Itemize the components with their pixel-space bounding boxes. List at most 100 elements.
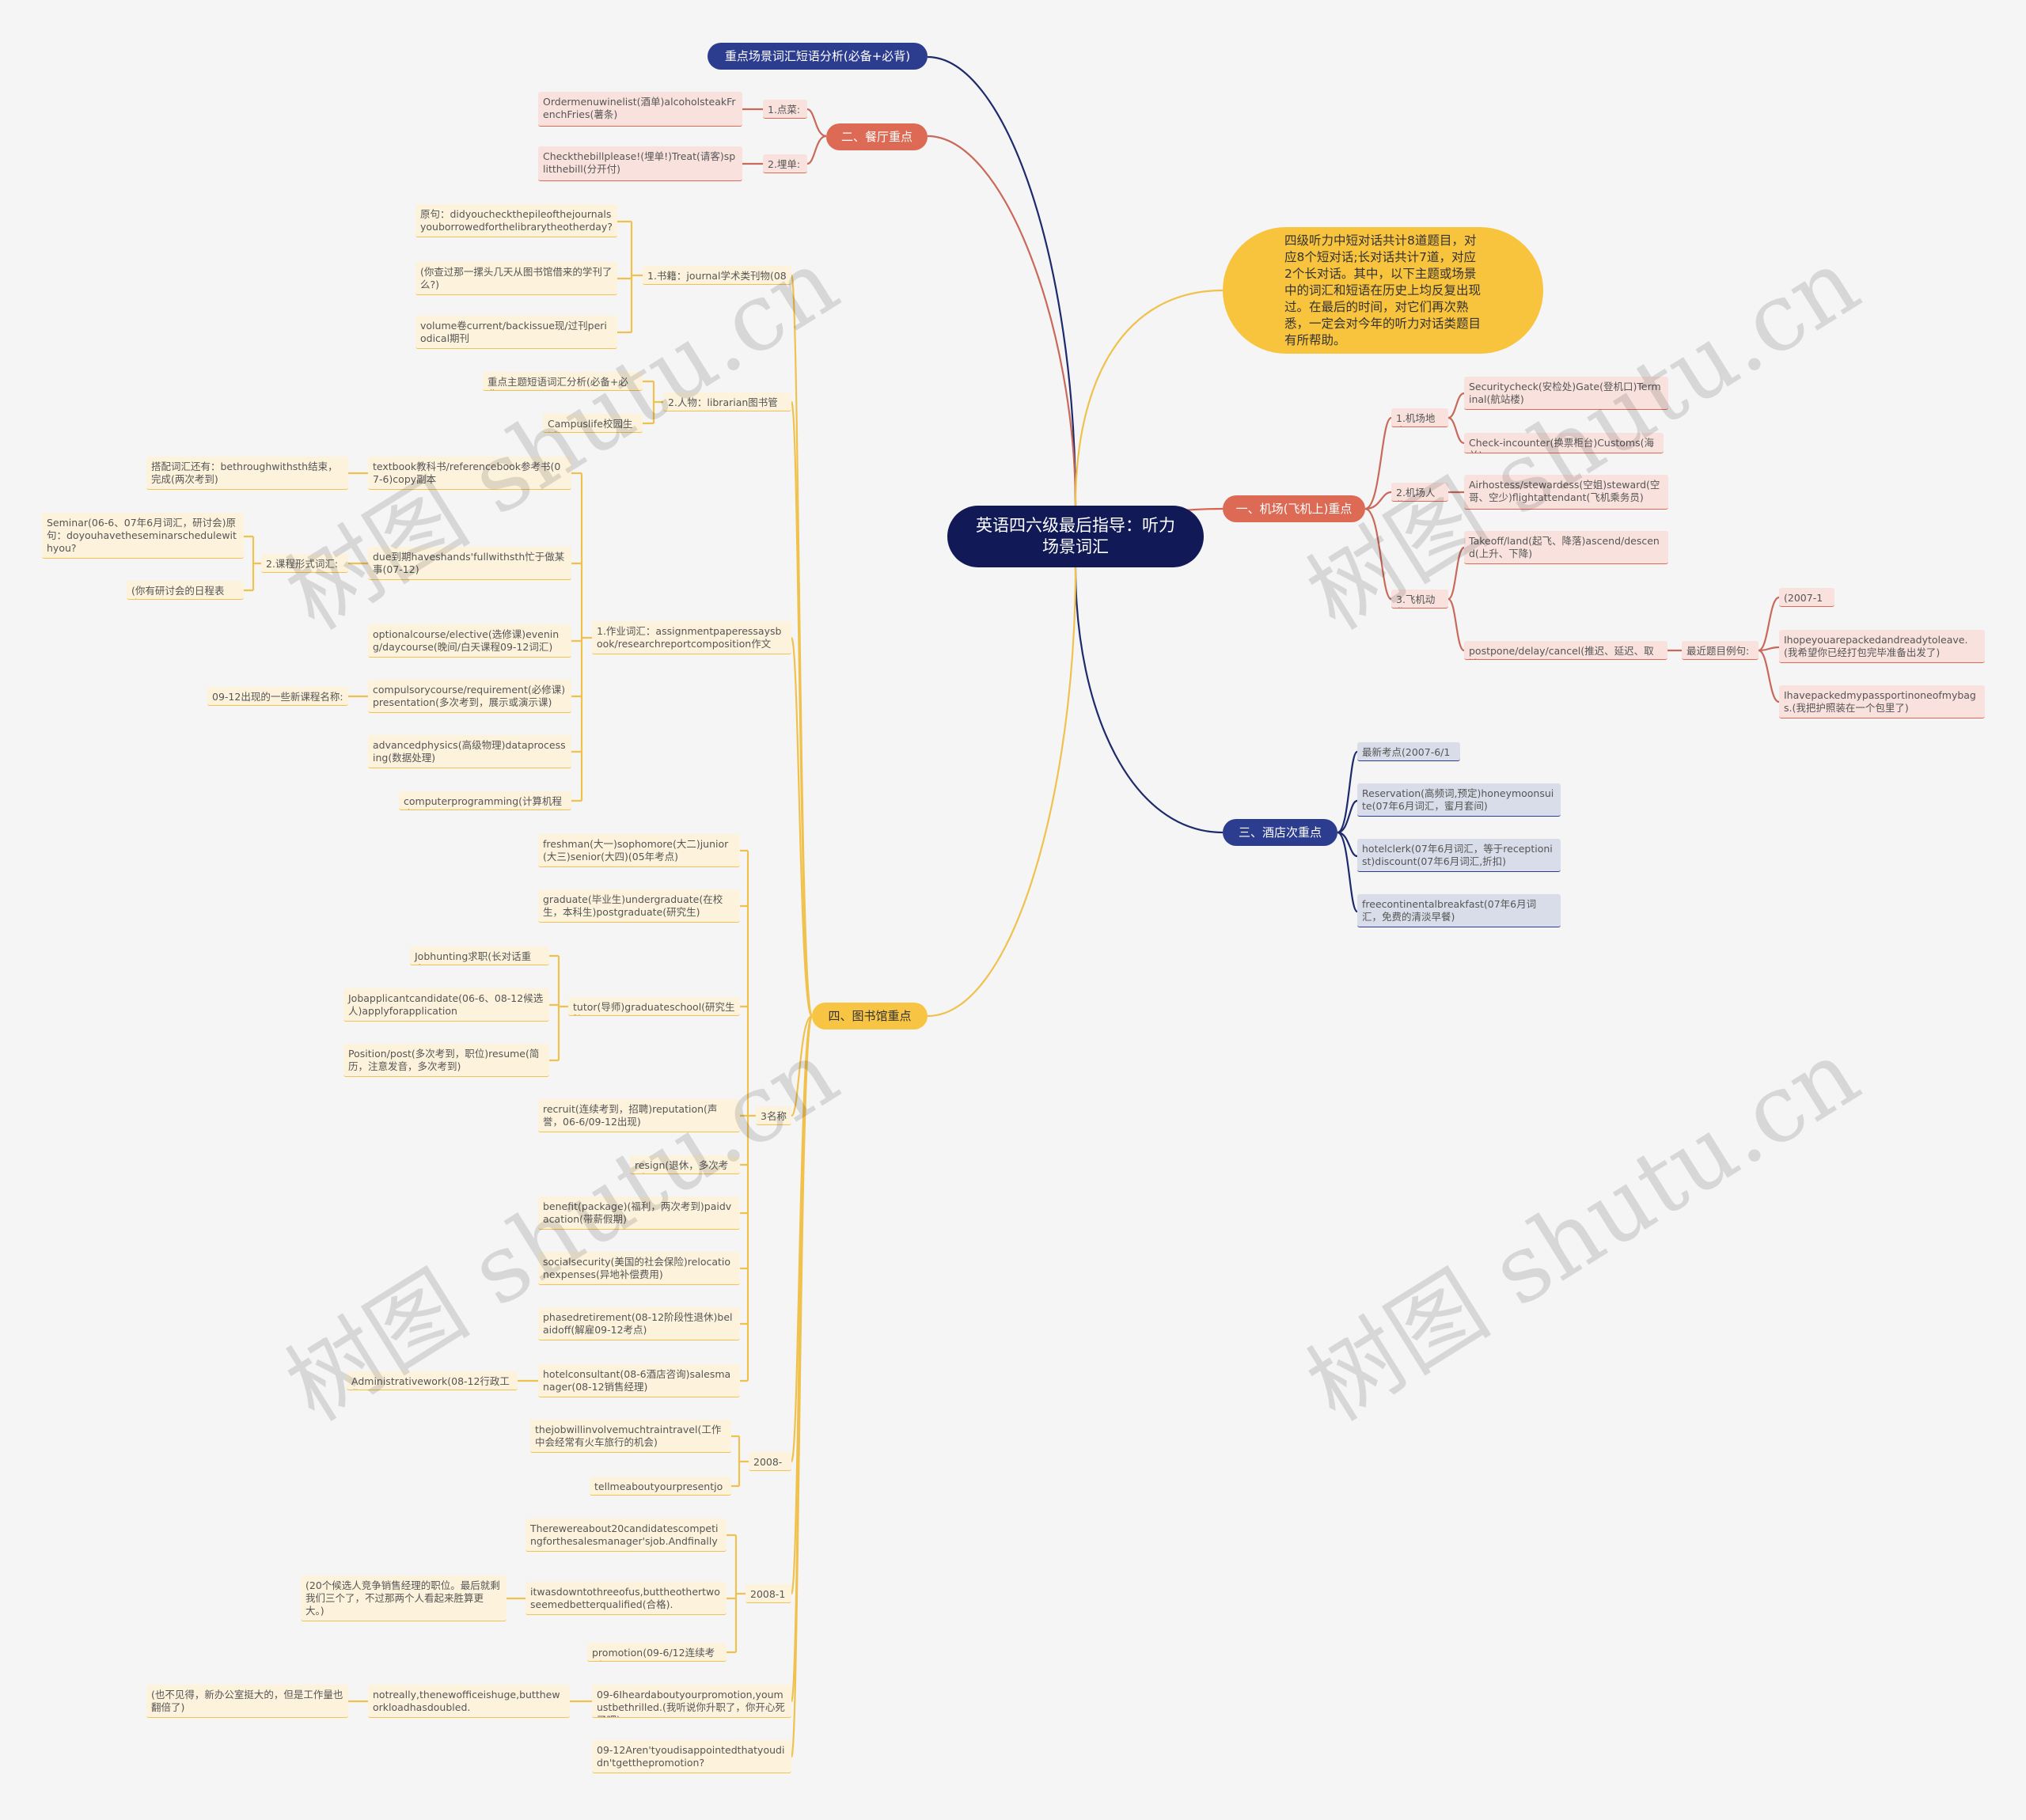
link-place-2 [1447, 416, 1465, 445]
link-recent-1 [1758, 596, 1780, 652]
library-course-form-item[interactable]: (你有研讨会的日程表么?) [127, 581, 244, 600]
airport-action-item[interactable]: Takeoff/land(起飞、降落)ascend/descend(上升、下降) [1464, 531, 1668, 564]
link-hotel-4 [1337, 831, 1359, 913]
library-names-item[interactable]: socialsecurity(美国的社会保险)relocationexpense… [538, 1252, 740, 1285]
hotel-item[interactable]: freecontinentalbreakfast(07年6月词汇，免费的清淡早餐… [1357, 894, 1561, 927]
link-root-library [927, 567, 1077, 1018]
link-air-people [1364, 491, 1392, 510]
library-names-item[interactable]: benefit(package)(福利，两次考到)paidvacation(带薪… [538, 1196, 740, 1230]
link-air-action [1364, 507, 1392, 601]
restaurant-bill-item[interactable]: Checkthebillplease!(埋单!)Treat(请客)splitth… [538, 146, 742, 181]
airport-recent[interactable]: 最近题目例句: [1682, 641, 1759, 660]
airport-recent-item[interactable]: Ihopeyouarepackedandreadytoleave.(我希望你已经… [1779, 630, 1985, 663]
link-lib-promo-09-12 [790, 1014, 814, 1758]
library-names[interactable]: 3名称 [756, 1106, 791, 1125]
link-journal-items [617, 220, 643, 334]
library-2008-6-item[interactable]: thejobwillinvolvemuchtraintravel(工作中会经常有… [530, 1420, 731, 1453]
library-promo-09-12[interactable]: 09-12Aren'tyoudisappointedthatyoudidn'tg… [592, 1740, 791, 1773]
library-librarian-item[interactable]: Campuslife校园生活 [543, 414, 643, 433]
library-2008-12-item[interactable]: itwasdowntothreeofus,buttheothertwoseeme… [525, 1582, 727, 1615]
library-journal[interactable]: 1.书籍：journal学术类刊物(08-6) [643, 266, 791, 285]
library-librarian-item[interactable]: 重点主题短语词汇分析(必备+必背) [483, 372, 643, 391]
hotel-item[interactable]: Reservation(高频词,预定)honeymoonsuite(07年6月词… [1357, 783, 1561, 817]
library-2008-12[interactable]: 2008-12 [746, 1584, 791, 1603]
intro-bubble[interactable]: 四级听力中短对话共计8道题目，对应8个短对话;长对话共计7道，对应2个长对话。其… [1223, 227, 1543, 354]
restaurant-order[interactable]: 1.点菜: [763, 100, 807, 119]
branch-hotel[interactable]: 三、酒店次重点 [1223, 819, 1337, 846]
branch-scene-title[interactable]: 重点场景词汇短语分析(必备+必背) [708, 43, 928, 70]
library-promo-09-6-child[interactable]: notreally,thenewofficeishuge,buttheworkl… [368, 1685, 570, 1718]
link-librarian-items [643, 380, 663, 425]
library-promo-09-6-note[interactable]: (也不见得，新办公室挺大的，但是工作量也翻倍了) [146, 1685, 348, 1718]
library-names-item[interactable]: hotelconsultant(08-6酒店咨询)salesmanager(08… [538, 1364, 740, 1397]
library-names-item[interactable]: graduate(毕业生)undergraduate(在校生，本科生)postg… [538, 889, 740, 923]
link-lib-promo-09-6 [790, 1014, 814, 1703]
link-air-place [1364, 416, 1392, 510]
link-recent-3 [1758, 649, 1780, 703]
library-promo-09-6[interactable]: 09-6Iheardaboutyourpromotion,youmustbeth… [592, 1685, 791, 1718]
airport-place-item[interactable]: Check-incounter(换票柜台)Customs(海关) [1464, 433, 1664, 453]
link-root-hotel [1074, 567, 1224, 834]
link-lib-names [790, 1014, 813, 1117]
library-2008-12-item[interactable]: promotion(09-6/12连续考到) [587, 1643, 727, 1662]
airport-place-item[interactable]: Securitycheck(安检处)Gate(登机口)Terminal(航站楼) [1464, 377, 1668, 410]
airport-recent-item[interactable]: Ihavepackedmypassportinoneofmybags.(我把护照… [1779, 685, 1985, 719]
airport-place[interactable]: 1.机场地点 [1391, 408, 1448, 427]
airport-people[interactable]: 2.机场人物 [1391, 483, 1448, 502]
link-place-1 [1447, 392, 1465, 419]
library-2008-12-note[interactable]: (20个候选人竞争销售经理的职位。最后就剩我们三个了，不过那两个人看起来胜算更大… [301, 1575, 506, 1621]
library-course-form-item[interactable]: Seminar(06-6、07年6月词汇，研讨会)原句：doyouhavethe… [42, 513, 244, 559]
library-homework[interactable]: 1.作业词汇：assignmentpaperessaysbook/researc… [592, 621, 791, 654]
library-journal-item[interactable]: (你查过那一摞头几天从图书馆借来的学刊了么?) [415, 262, 617, 295]
library-course-form[interactable]: 2.课程形式词汇: [261, 554, 348, 573]
library-names-item[interactable]: phasedretirement(08-12阶段性退休)belaidoff(解雇… [538, 1307, 740, 1340]
airport-action[interactable]: 3.飞机动作 [1391, 590, 1448, 609]
link-action-2 [1447, 597, 1465, 652]
library-tutor-item[interactable]: Jobhunting求职(长对话重点) [410, 946, 549, 965]
branch-label: 二、餐厅重点 [840, 130, 912, 144]
root-topic[interactable]: 英语四六级最后指导：听力场景词汇 [947, 506, 1204, 567]
library-journal-item[interactable]: 原句：didyoucheckthepileofthejournalsyoubor… [415, 204, 617, 237]
branch-library[interactable]: 四、图书馆重点 [812, 1003, 928, 1029]
intro-text: 四级听力中短对话共计8道题目，对应8个短对话;长对话共计7道，对应2个长对话。其… [1284, 233, 1482, 347]
library-names-item[interactable]: tutor(导师)graduateschool(研究生院) [568, 997, 740, 1016]
library-homework-item[interactable]: advancedphysics(高级物理)dataprocessing(数据处理… [368, 735, 571, 768]
restaurant-bill[interactable]: 2.埋单: [763, 154, 807, 173]
library-tutor-item[interactable]: Jobapplicantcandidate(06-6、08-12候选人)appl… [343, 988, 549, 1022]
library-homework-item[interactable]: optionalcourse/elective(选修课)evening/dayc… [368, 624, 571, 658]
link-root-scene [927, 55, 1077, 506]
airport-people-item[interactable]: Airhostess/stewardess(空姐)steward(空哥、空少)f… [1464, 475, 1668, 510]
library-homework-item[interactable]: textbook教科书/referencebook参考书(07-6)copy副本 [368, 457, 571, 490]
link-hotel-3 [1337, 831, 1358, 858]
library-2008-6[interactable]: 2008-6 [749, 1452, 791, 1471]
airport-action-item[interactable]: postpone/delay/cancel(推迟、延迟、取消) [1464, 641, 1667, 660]
library-homework-item[interactable]: due到期haveshands'fullwithsth忙于做某事(07-12) [368, 547, 571, 580]
branch-restaurant[interactable]: 二、餐厅重点 [826, 123, 928, 150]
link-action-1 [1447, 546, 1465, 601]
link-homework-items [571, 472, 592, 802]
branch-airport[interactable]: 一、机场(飞机上)重点 [1223, 495, 1365, 522]
connector-group [244, 55, 1780, 1758]
airport-recent-item[interactable]: (2007-12) [1779, 588, 1834, 607]
library-2008-12-item[interactable]: Therewereabout20candidatescompetingforth… [525, 1519, 727, 1552]
library-names-item[interactable]: freshman(大一)sophomore(大二)junior(大三)senio… [538, 834, 740, 867]
link-hotel-2 [1337, 799, 1358, 834]
link-lib-librarian [790, 400, 814, 1018]
library-names-item[interactable]: recruit(连续考到，招聘)reputation(声誉，06-6/09-12… [538, 1099, 740, 1132]
library-new-course-note[interactable]: 09-12出现的一些新课程名称: [207, 687, 348, 706]
restaurant-order-item[interactable]: Ordermenuwinelist(酒单)alcoholsteakFrenchF… [538, 92, 742, 127]
library-names-item[interactable]: resign(退休，多次考到) [630, 1155, 740, 1174]
link-2008-12-items [727, 1534, 746, 1654]
library-journal-item[interactable]: volume卷current/backissue现/过刊periodical期刊 [415, 316, 617, 349]
library-librarian[interactable]: 2.人物：librarian图书管理员 [663, 392, 791, 411]
library-collocation-note[interactable]: 搭配词汇还有：bethroughwithsth结束，完成(两次考到) [146, 457, 348, 490]
library-homework-item[interactable]: compulsorycourse/requirement(必修课)present… [368, 680, 571, 713]
hotel-item[interactable]: 最新考点(2007-6/12) [1357, 742, 1460, 761]
library-2008-6-item[interactable]: tellmeaboutyourpresentjob... [590, 1477, 731, 1496]
library-homework-item[interactable]: computerprogramming(计算机程序) [399, 791, 571, 810]
hotel-item[interactable]: hotelclerk(07年6月词汇，等于receptionist)discou… [1357, 839, 1561, 872]
link-tutor-items [549, 954, 568, 1062]
library-admin[interactable]: Administrativework(08-12行政工作) [347, 1371, 518, 1390]
library-tutor-item[interactable]: Position/post(多次考到，职位)resume(简历，注意发音，多次考… [343, 1044, 549, 1077]
